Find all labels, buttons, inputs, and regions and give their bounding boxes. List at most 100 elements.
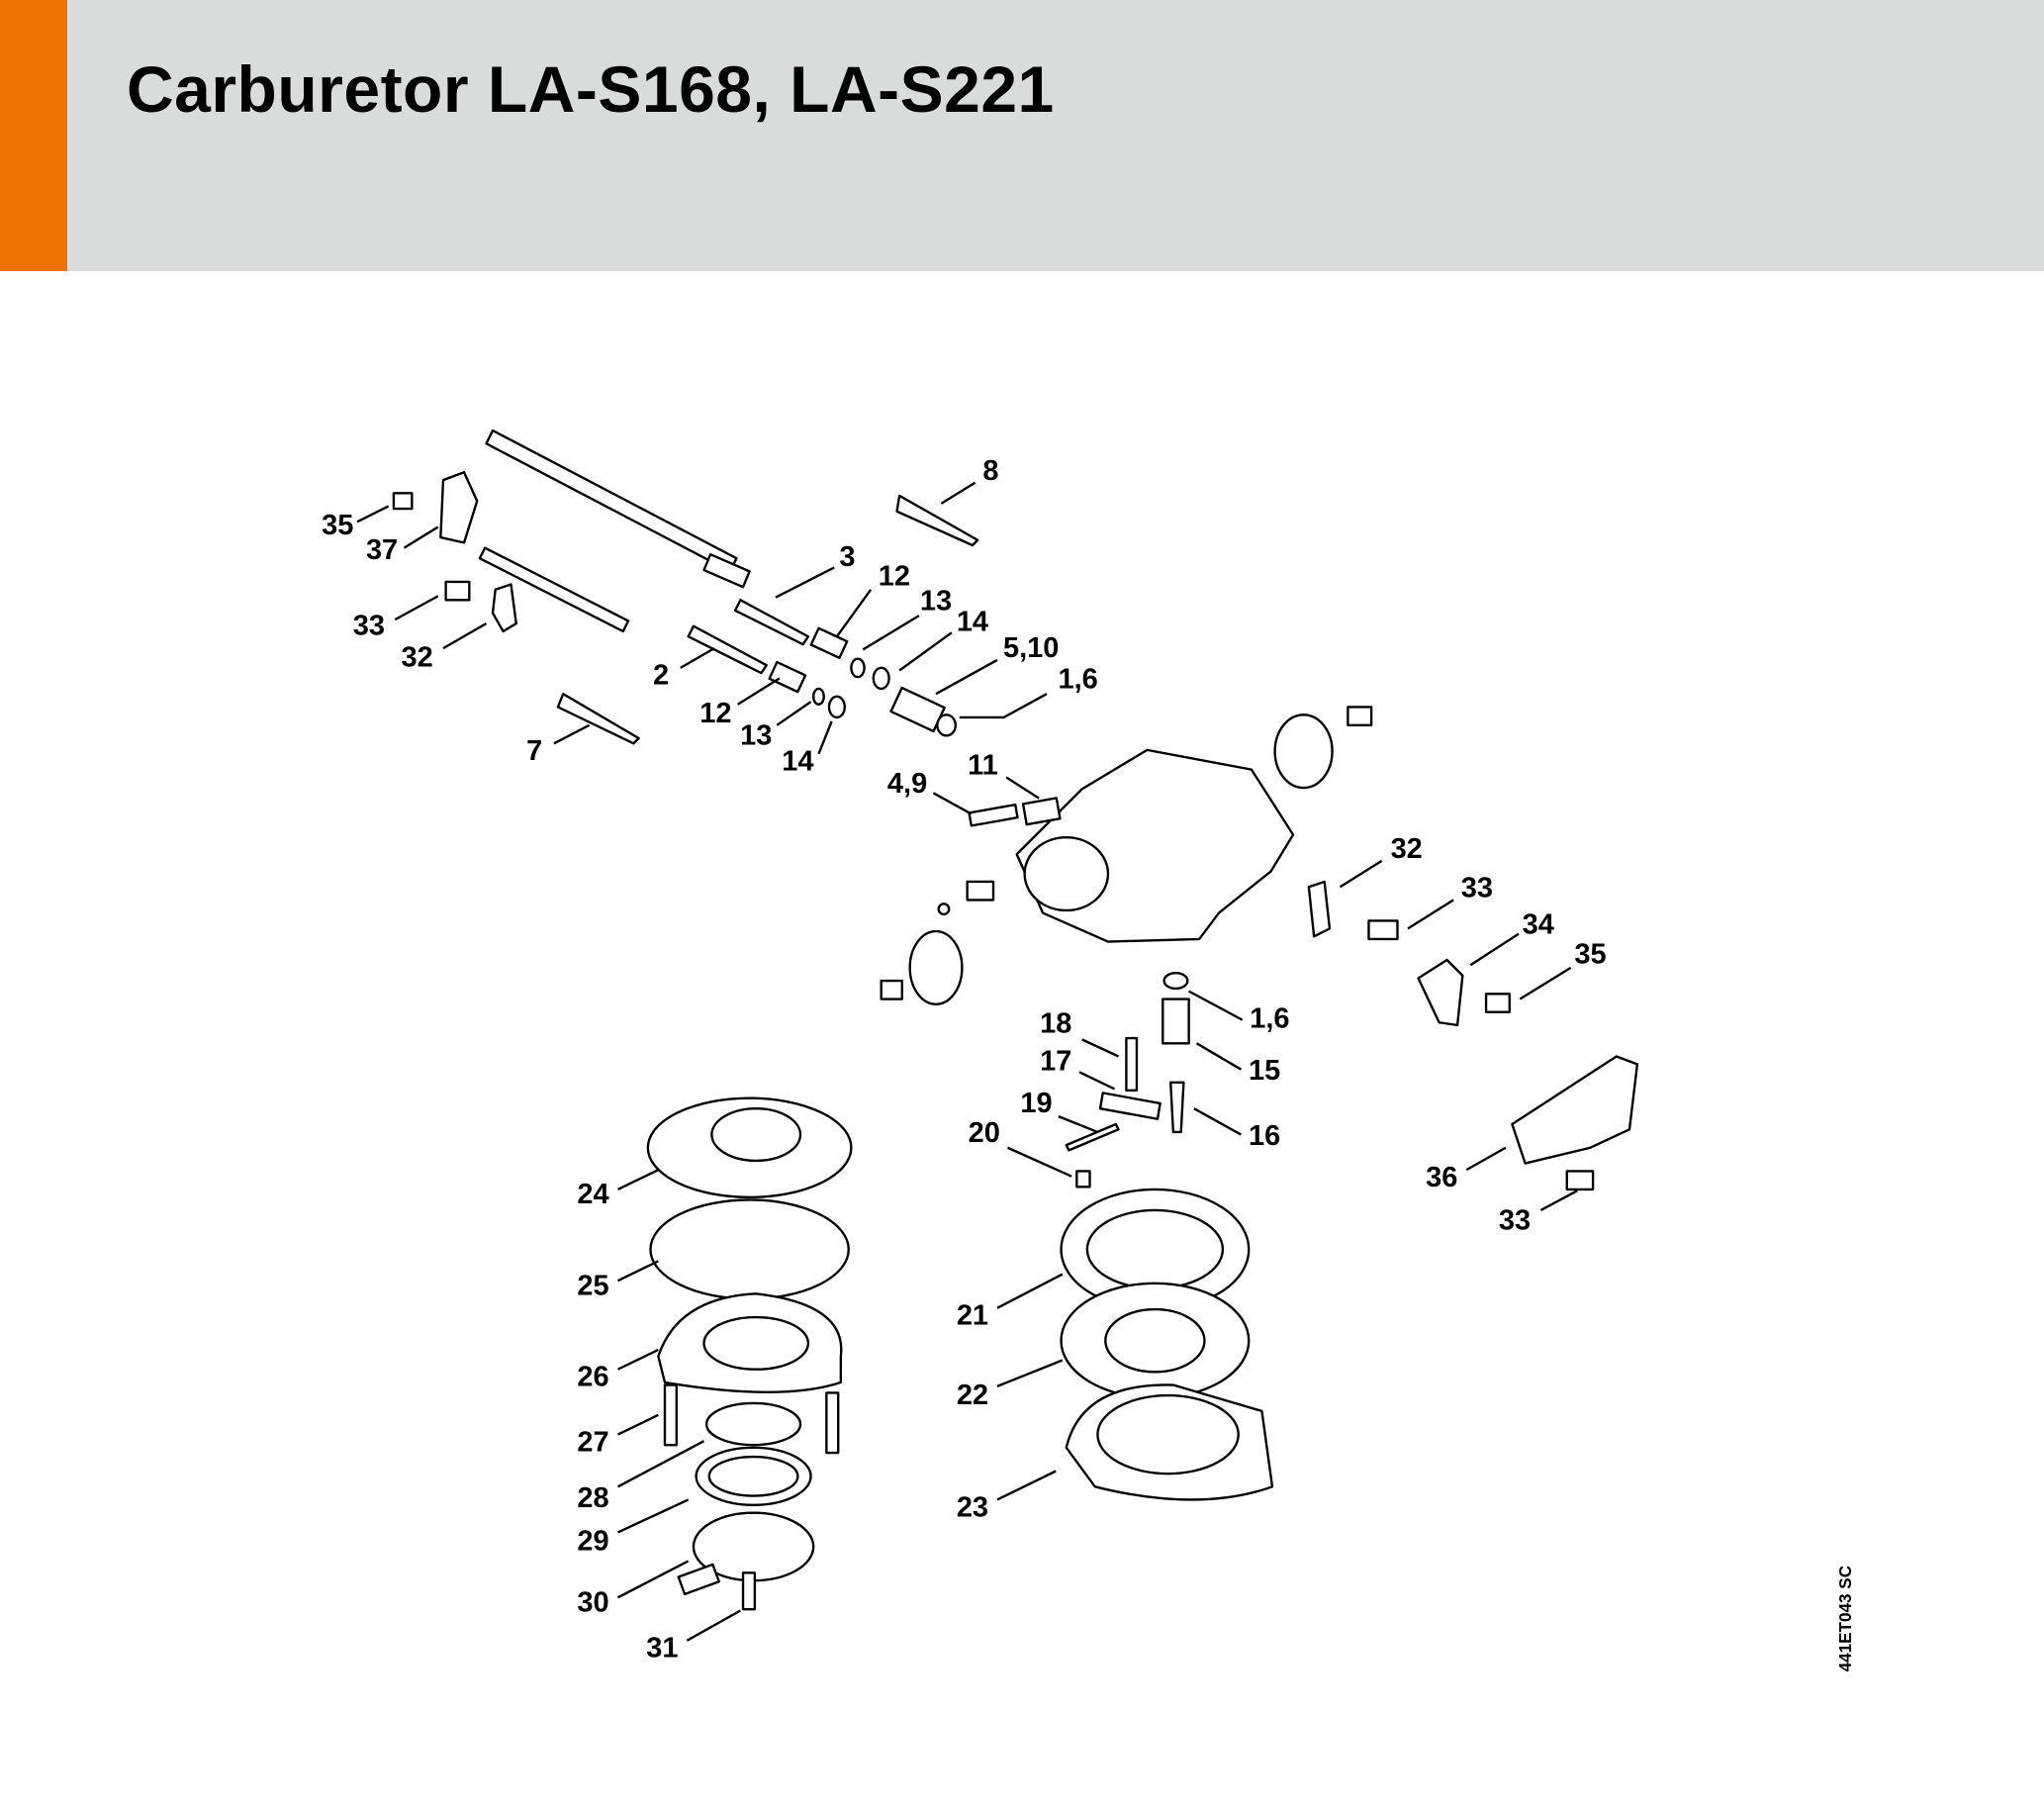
screw-4-9 [968,803,1019,827]
part-label: 7 [526,735,542,767]
washer-13b [811,687,825,706]
part-label: 20 [969,1117,1000,1149]
part-label: 21 [957,1300,988,1332]
screw-plate [1347,706,1373,727]
part-label: 8 [982,455,998,487]
needle-16 [1169,1081,1185,1134]
cover-23-recess [1096,1393,1240,1476]
part-label: 17 [1040,1046,1071,1078]
ball [937,903,951,916]
part-label: 2 [653,660,669,692]
part-label: 11 [968,750,998,782]
part-label: 23 [957,1491,988,1523]
part-label: 37 [366,534,398,566]
part-label: 14 [782,746,813,778]
pin-19 [1065,1122,1120,1152]
screen-28 [704,1401,802,1447]
diaphragm-22-plate [1104,1307,1206,1374]
part-label: 1,6 [1059,664,1098,696]
screw-7 [556,693,640,745]
screw-33c [1565,1170,1595,1191]
carburetor-bore [1023,835,1110,912]
header-accent-stripe [0,0,67,271]
part-label: 18 [1040,1008,1071,1040]
part-number-labels: 35 37 33 32 7 8 3 12 13 14 5,10 1,6 2 12… [322,455,1606,1665]
part-label: 33 [353,611,385,642]
spring-11 [1021,797,1062,826]
spring-12 [809,626,849,660]
part-label: 29 [577,1526,608,1558]
part-label: 28 [577,1482,608,1514]
fitting-30 [677,1563,720,1596]
screw-27b [825,1391,840,1455]
spring-12b [768,660,807,694]
lever-36 [1511,1055,1639,1165]
part-label: 36 [1426,1162,1457,1193]
screw-33 [444,580,471,602]
washer-1-6 [1162,971,1189,991]
screw-35 [392,492,414,511]
part-label: 3 [839,541,855,573]
leader-lines [356,481,1578,1642]
part-label: 25 [577,1270,608,1301]
gasket-21-hole [1085,1208,1225,1290]
seat-15 [1161,998,1190,1045]
pump-body-recess [702,1315,810,1371]
needle-2 [687,624,768,675]
part-label: 31 [646,1633,678,1665]
screw-8 [895,494,979,547]
part-label: 12 [699,698,731,729]
needle-3 [733,599,810,646]
part-label: 14 [957,607,988,638]
ring-1-6 [936,714,957,737]
screw-27 [663,1383,679,1447]
part-label: 13 [740,719,772,751]
spring-18 [1125,1036,1139,1092]
plug-small [966,880,995,902]
throttle-plate [1273,714,1334,790]
part-label: 24 [577,1179,608,1210]
throttle-shaft [485,428,738,573]
lever-17 [1098,1092,1161,1120]
lever-37 [439,471,479,544]
drawing-code: 441ET043 SC [1836,1566,1855,1671]
header-bar [0,0,2044,271]
part-label: 34 [1523,908,1554,940]
part-label: 15 [1249,1055,1280,1087]
ring-14b [827,695,846,719]
part-label: 32 [402,641,433,673]
screw-choke [880,979,903,1000]
part-label: 13 [920,586,952,618]
gasket-24-hole [710,1107,802,1163]
bracket-32 [491,583,517,633]
part-label: 33 [1499,1204,1531,1236]
part-label: 1,6 [1250,1002,1289,1034]
screw-20 [1075,1170,1091,1189]
ring-29-inner [707,1455,799,1497]
part-label: 26 [577,1362,608,1393]
part-label: 33 [1461,873,1493,904]
lever-34 [1417,958,1464,1027]
page-title: Carburetor LA-S168, LA-S221 [127,52,1055,126]
screw-33b [1367,919,1399,941]
part-label: 35 [322,510,353,541]
diaphragm-25 [649,1198,850,1300]
part-label: 12 [879,561,910,593]
part-label: 4,9 [887,768,927,800]
washer-13 [850,657,866,679]
screw-35b [1484,993,1511,1013]
choke-shaft [478,546,630,633]
screw-31 [741,1571,757,1611]
choke-plate [908,929,964,1005]
part-label: 19 [1020,1088,1052,1119]
ring-14 [872,666,890,691]
shaft-sleeve [702,553,751,589]
part-drawings [392,428,1639,1611]
part-label: 22 [957,1380,988,1411]
part-label: 5,10 [1003,632,1059,664]
part-label: 27 [577,1426,608,1458]
part-label: 16 [1249,1120,1280,1152]
part-label: 32 [1391,833,1423,865]
